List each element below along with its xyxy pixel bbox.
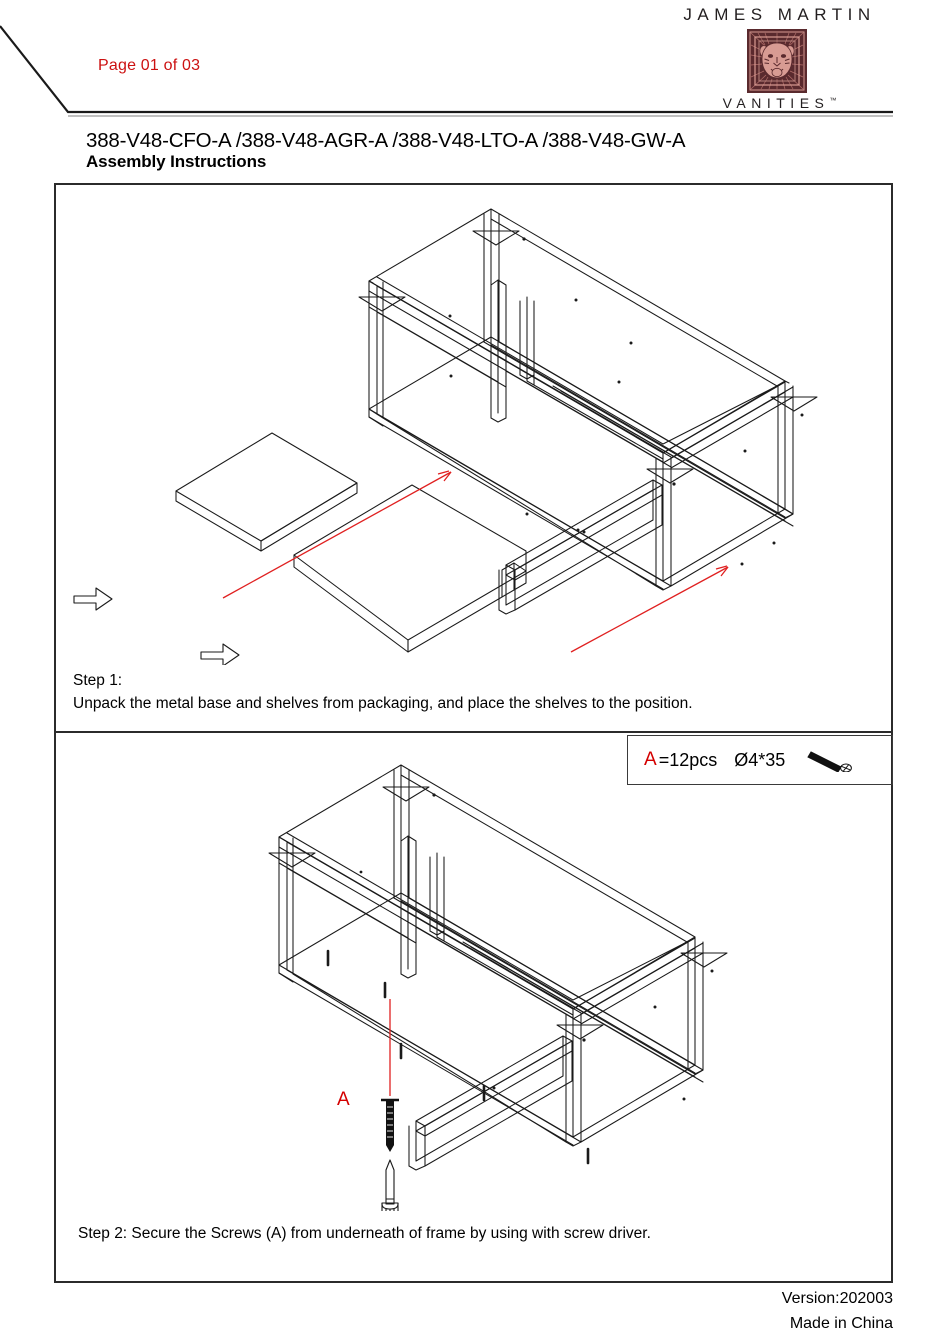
- brand-name: JAMES MARTIN: [683, 5, 876, 24]
- screwdriver-icon: [381, 1159, 399, 1211]
- screw-part-icon: [381, 1098, 399, 1152]
- brand-logo-block: JAMES MARTIN: [657, 5, 897, 111]
- brand-subname-text: VANITIES: [722, 95, 830, 111]
- step-1-panel: Step 1: Unpack the metal base and shelve…: [56, 185, 891, 731]
- instruction-content-box: Step 1: Unpack the metal base and shelve…: [54, 183, 893, 1283]
- part-spec: Ø4*35: [734, 749, 786, 770]
- trademark-symbol: ™: [829, 97, 837, 105]
- footer-version: Version:202003: [781, 1290, 893, 1307]
- lion-crest-icon: [747, 29, 807, 93]
- footer: Version:202003 Made in China: [782, 1286, 893, 1336]
- screw-icon: [807, 751, 853, 772]
- brand-subname: VANITIES™: [657, 95, 897, 111]
- step-1-figure: [73, 208, 818, 665]
- page-number: Page 01 of 03: [98, 57, 201, 74]
- step-1-label: Step 1:: [73, 672, 123, 689]
- step-2-text: Step 2: Secure the Screws (A) from under…: [78, 1225, 651, 1242]
- section-divider: [56, 731, 891, 733]
- footer-origin: Made in China: [789, 1315, 893, 1332]
- parts-list-box: A =12pcs Ø4*35: [627, 735, 893, 785]
- part-letter: A: [644, 749, 657, 770]
- step-2-figure: [268, 764, 728, 1211]
- page-title: 388-V48-CFO-A /388-V48-AGR-A /388-V48-LT…: [86, 129, 686, 152]
- page-subtitle: Assembly Instructions: [86, 152, 267, 171]
- screw-callout-label: A: [337, 1089, 350, 1110]
- step-2-panel: A =12pcs Ø4*35: [56, 733, 893, 1283]
- step-1-text: Unpack the metal base and shelves from p…: [73, 695, 693, 712]
- part-quantity: =12pcs: [658, 749, 718, 770]
